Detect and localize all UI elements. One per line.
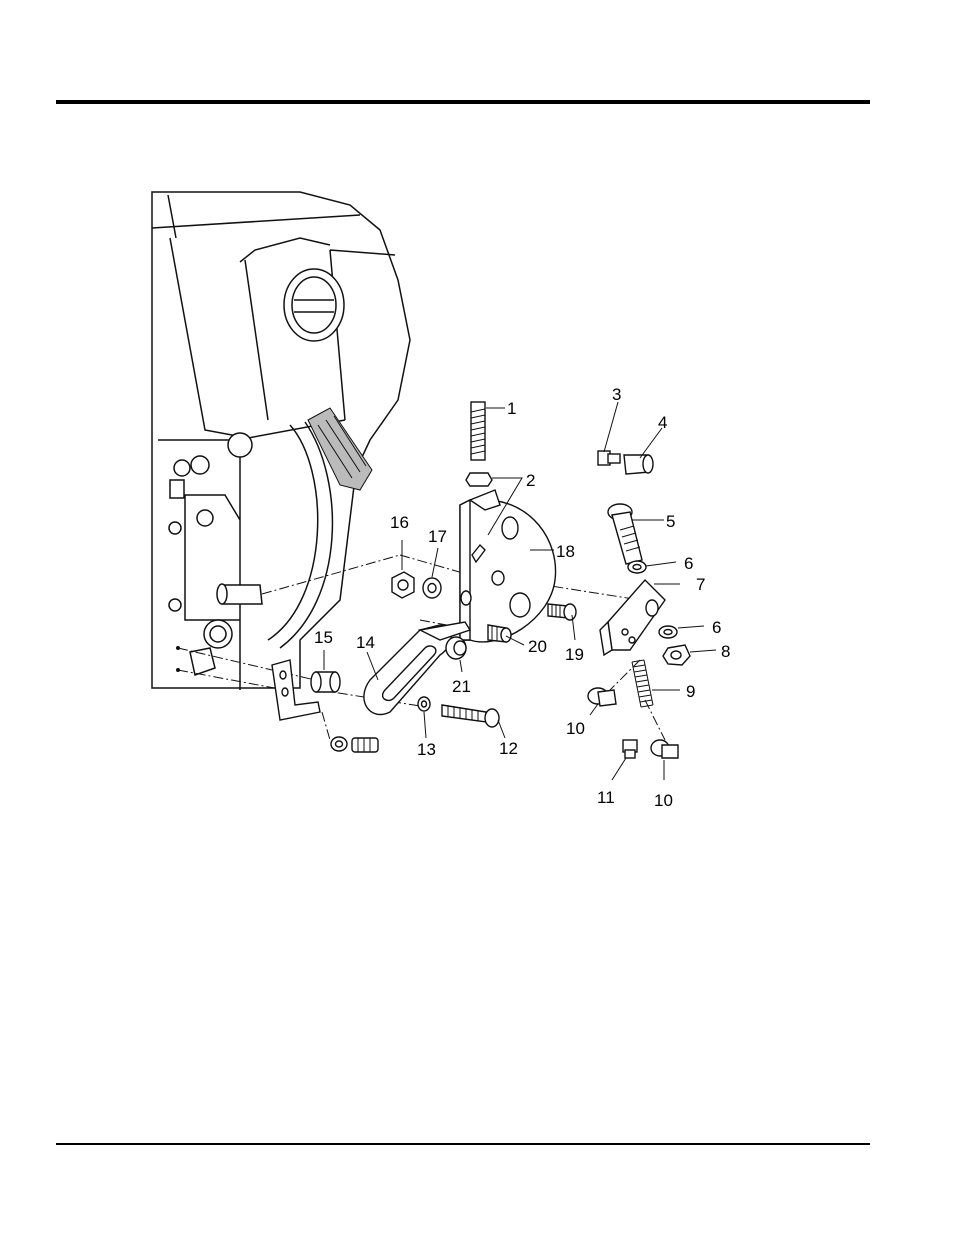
callout-5: 5 [666,512,675,531]
callout-14: 14 [356,633,375,652]
callout-20: 20 [528,637,547,656]
callout-21: 21 [452,677,471,696]
callout-17: 17 [428,527,447,546]
part-7-link-plate [600,580,665,655]
callout-3: 3 [612,385,621,404]
callout-13: 13 [417,740,436,759]
callout-10b: 10 [654,791,673,810]
callout-2: 2 [526,471,535,490]
callout-19: 19 [565,645,584,664]
callout-12: 12 [499,739,518,758]
part-1-stud [471,402,485,460]
part-12-long-screw [442,705,499,727]
part-5-bolt [608,504,642,564]
part-9-spring [632,660,653,707]
part-3-screw [598,451,620,465]
part-21-roller [446,637,466,659]
callout-16: 16 [390,513,409,532]
callout-10a: 10 [566,719,585,738]
callout-8: 8 [721,642,730,661]
part-18-bracket [460,490,556,642]
part-17-washer [423,578,441,598]
part-14-lever-arm [364,622,470,714]
callout-1: 1 [507,399,516,418]
callout-7: 7 [696,575,705,594]
part-13-washer [418,697,430,711]
callout-18: 18 [556,542,575,561]
part-11-screw [623,740,637,758]
callout-6b: 6 [712,618,721,637]
part-16-nut [392,572,414,598]
part-4-pin [624,455,653,474]
machine-housing [152,192,410,690]
part-19-screw [548,604,576,620]
callout-6a: 6 [684,554,693,573]
callout-9: 9 [686,682,695,701]
callout-4: 4 [658,413,667,432]
callout-15: 15 [314,628,333,647]
part-15-spacer [311,672,340,692]
part-8-nut [663,645,690,665]
callout-11: 11 [597,788,615,807]
